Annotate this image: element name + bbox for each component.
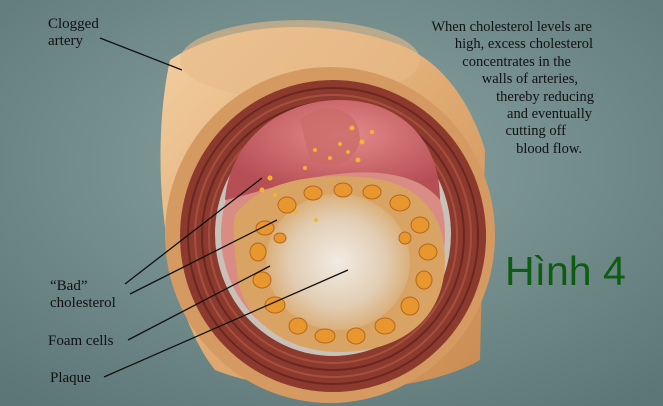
label-clogged-artery-line2: artery [48,33,99,50]
caption-text: When cholesterol levels are high, excess… [392,19,596,158]
label-foam-cells: Foam cells [48,333,113,350]
caption-line: thereby reducing [392,89,594,106]
caption-line: cutting off [392,123,566,140]
label-bad-cholesterol: “Bad” cholesterol [50,278,116,312]
label-plaque: Plaque [50,370,91,387]
plaque-core [266,194,410,330]
label-clogged-artery: Clogged artery [48,16,99,50]
figure-label: Hình 4 [505,248,626,294]
label-bad-cholesterol-line1: “Bad” [50,278,116,295]
caption-line: high, excess cholesterol [392,36,593,53]
caption-line: concentrates in the [392,54,571,71]
caption-line: and eventually [392,106,592,123]
label-bad-cholesterol-line2: cholesterol [50,295,116,312]
label-clogged-artery-line1: Clogged [48,16,99,33]
caption-line: walls of arteries, [392,71,578,88]
caption-line: When cholesterol levels are [392,19,592,36]
caption-line: blood flow. [392,141,582,158]
